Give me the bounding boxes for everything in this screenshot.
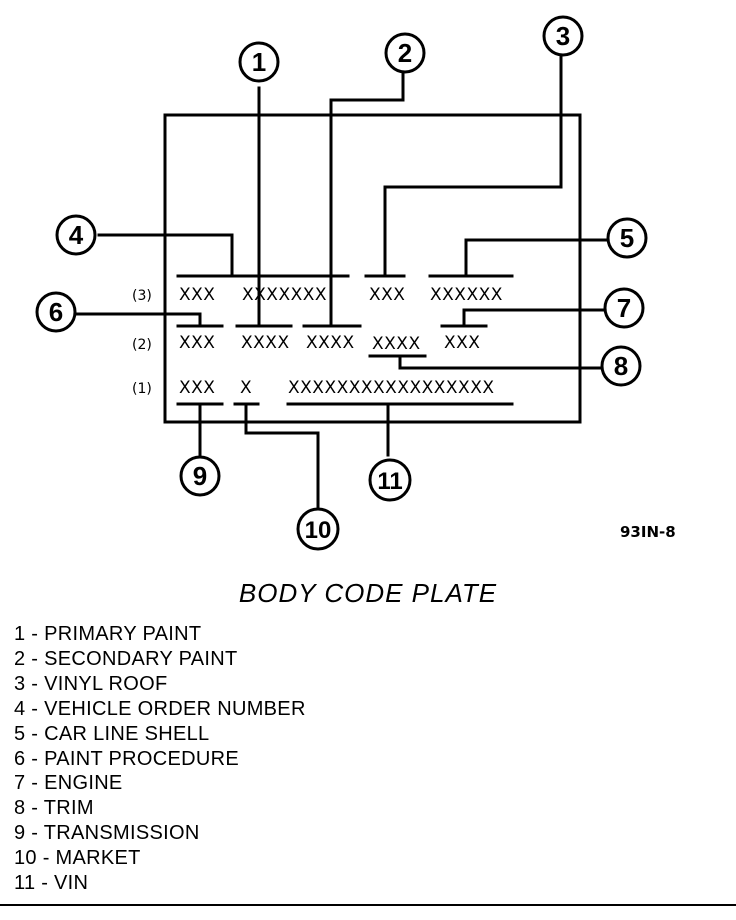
code-field: XXX: [179, 333, 215, 353]
legend-item: 5 - CAR LINE SHELL: [14, 722, 210, 745]
legend-item: 9 - TRANSMISSION: [14, 822, 200, 845]
callout-circle-8: [600, 345, 642, 387]
legend-item: 7 - ENGINE: [14, 772, 123, 795]
leader-3: [383, 53, 563, 278]
code-field: XXX: [444, 333, 480, 353]
bottom-divider: [0, 904, 736, 906]
callout-circle-1: [238, 41, 280, 83]
callout-circle-9: [179, 455, 221, 497]
callout-circle-7: [603, 287, 645, 329]
callout-number: 11: [377, 468, 402, 495]
code-field: XXX: [179, 378, 215, 398]
callout-number: 6: [49, 297, 63, 327]
callout-circle-4: [55, 214, 97, 256]
body-code-plate-diagram: 1 2 3 4 5 6 7 8 9 10 11 (3) (2) (1) XXX …: [35, 15, 676, 551]
code-field: XXXX: [306, 333, 355, 353]
code-field: XXXX: [241, 333, 290, 353]
plate-outline: [163, 113, 582, 424]
callout-number: 8: [614, 351, 628, 381]
callout-number: 1: [252, 47, 266, 77]
leader-5: [464, 238, 609, 278]
callout-number: 9: [193, 461, 207, 491]
leader-8: [398, 354, 602, 370]
legend-list: 1 - PRIMARY PAINT 2 - SECONDARY PAINT 3 …: [14, 622, 306, 896]
leader-6: [73, 312, 202, 328]
row-label-1: (1): [132, 381, 152, 397]
figure-caption: BODY CODE PLATE: [238, 578, 498, 608]
callout-number: 10: [305, 517, 332, 544]
callout-circle-10: [296, 507, 340, 551]
leader-7: [462, 308, 606, 328]
callout-circle-2: [384, 32, 426, 74]
legend-item: 1 - PRIMARY PAINT: [14, 623, 202, 645]
callout-circle-6: [35, 291, 77, 333]
code-field: XXXXXX: [430, 285, 503, 305]
code-field: XXX: [369, 285, 405, 305]
legend-item: 3 - VINYL ROOF: [14, 672, 168, 695]
legend-item: 10 - MARKET: [14, 847, 141, 870]
code-field: X: [240, 378, 252, 398]
figure-id: 93IN-8: [620, 523, 676, 541]
callout-number: 7: [617, 293, 631, 323]
row-label-3: (3): [132, 288, 152, 304]
leader-2: [329, 70, 405, 328]
legend-item: 11 - VIN: [14, 872, 89, 895]
leader-4: [97, 233, 234, 278]
callout-number: 3: [556, 21, 570, 51]
legend-item: 4 - VEHICLE ORDER NUMBER: [14, 697, 306, 720]
row-label-2: (2): [132, 337, 152, 353]
callout-number: 2: [398, 38, 412, 68]
code-field: XXXX: [372, 334, 421, 354]
callout-number: 4: [69, 220, 84, 250]
legend-item: 2 - SECONDARY PAINT: [14, 647, 238, 670]
callout-circle-11: [368, 458, 412, 502]
code-field: XXXXXXXXXXXXXXXXX: [288, 378, 494, 398]
leader-10: [244, 402, 320, 510]
callout-circle-5: [606, 217, 648, 259]
code-field: XXXXXXX: [242, 285, 327, 305]
legend-item: 6 - PAINT PROCEDURE: [14, 747, 239, 770]
callout-number: 5: [620, 223, 634, 253]
legend-item: 8 - TRIM: [14, 797, 94, 820]
callout-circle-3: [542, 15, 584, 57]
code-field: XXX: [179, 285, 215, 305]
